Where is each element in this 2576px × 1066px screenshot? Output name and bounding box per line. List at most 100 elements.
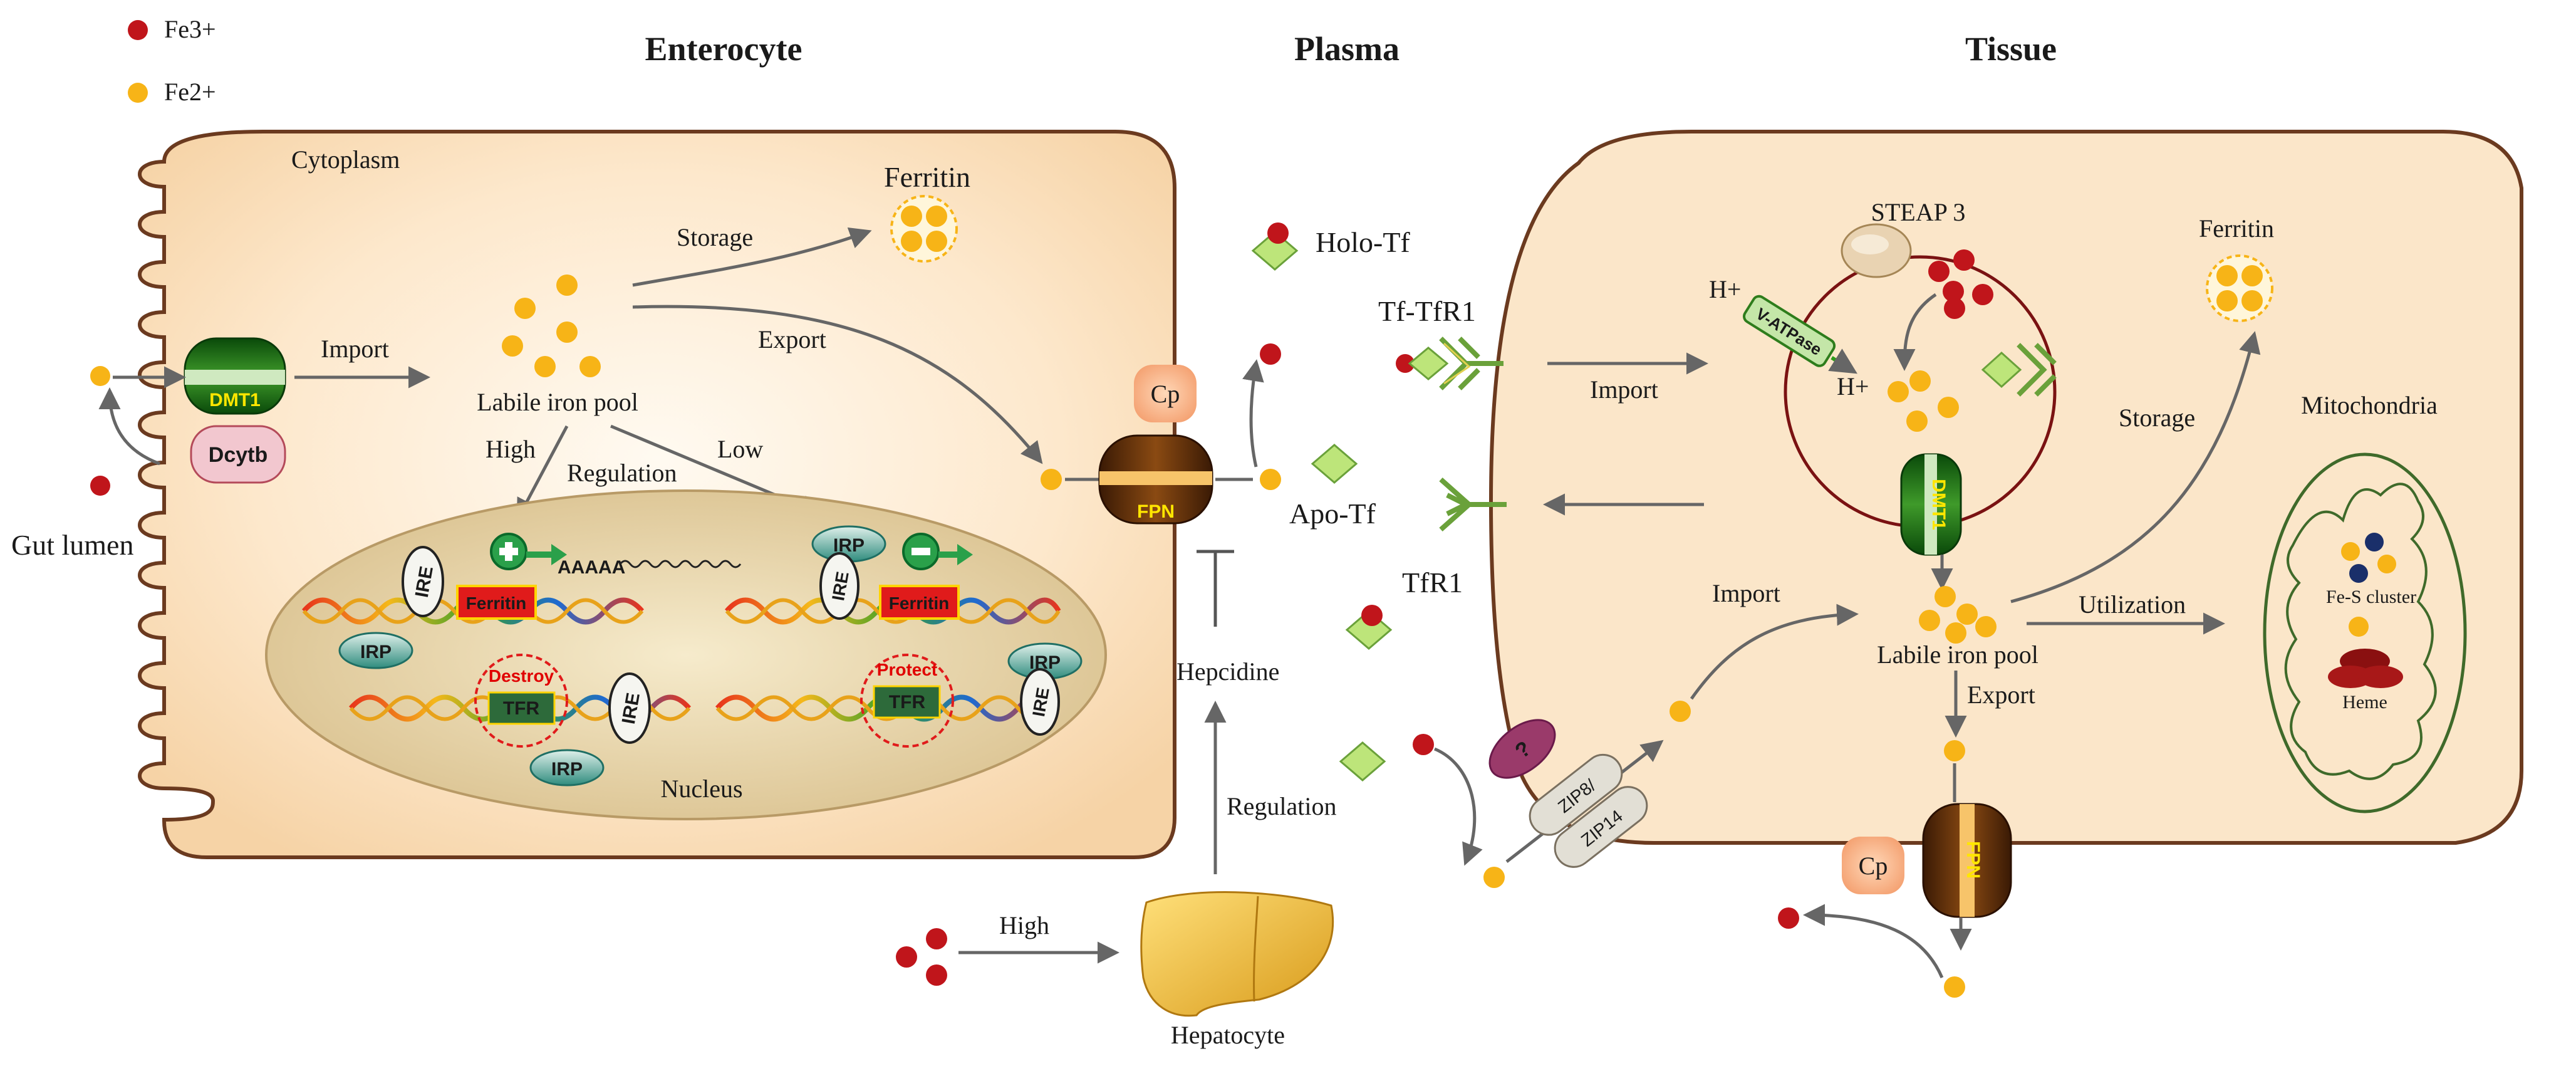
heading-enterocyte: Enterocyte	[645, 30, 802, 68]
fe-s-cluster-icon	[2341, 533, 2396, 583]
zip-reduction-arrow	[1434, 747, 1483, 866]
fe3-legend-label: Fe3+	[164, 15, 216, 43]
fe-s-cluster-label: Fe-S cluster	[2326, 587, 2416, 607]
svg-text:IRP: IRP	[360, 642, 392, 662]
svg-text:DMT1: DMT1	[1928, 479, 1949, 530]
heading-tissue: Tissue	[1965, 30, 2057, 68]
tissue-labile-pool-label: Labile iron pool	[1877, 640, 2038, 669]
tissue-imported-fe2	[1670, 701, 1691, 722]
cp-oxidase-tissue: Cp	[1842, 837, 1904, 894]
minus-repression-icon	[902, 533, 973, 570]
fe2-after-fpn-enterocyte	[1260, 469, 1281, 490]
export-label-enterocyte: Export	[758, 325, 826, 353]
svg-text:IRP: IRP	[551, 759, 583, 780]
fe2-legend-label: Fe2+	[164, 78, 216, 106]
storage-label-enterocyte: Storage	[677, 223, 753, 251]
heading-plasma: Plasma	[1294, 30, 1400, 68]
unknown-reductase: ?	[1488, 719, 1556, 779]
storage-arrow-tissue	[2010, 331, 2261, 604]
fe2-legend-dot	[128, 83, 148, 103]
fpn-exporter-enterocyte: FPN	[1098, 434, 1213, 525]
tf-tfr1-complex	[1396, 337, 1504, 390]
zip-fe2	[1483, 867, 1505, 888]
low-label-enterocyte: Low	[717, 435, 763, 463]
mrna-tail	[619, 560, 742, 568]
tfr-gene-protect: TFR Protect	[860, 654, 954, 748]
svg-text:TFR: TFR	[503, 698, 540, 719]
export-label-tissue: Export	[1967, 681, 2035, 709]
ferritin-gene-2: Ferritin	[879, 585, 960, 620]
svg-text:Destroy: Destroy	[489, 666, 554, 686]
regulation-label-plasma: Regulation	[1227, 792, 1337, 820]
hepcidin-inhibition	[1197, 550, 1234, 627]
tissue-export-fe2	[1944, 740, 1965, 761]
tf-tfr1-label: Tf-TfR1	[1378, 295, 1476, 327]
liver-icon	[1140, 891, 1334, 1017]
nucleus: Nucleus	[265, 489, 1107, 820]
lumen-fe2	[90, 366, 110, 386]
ire-element-4: IRE	[1020, 668, 1060, 736]
tissue-labile-pool-cluster	[1919, 586, 1997, 644]
nucleus-label: Nucleus	[660, 775, 742, 803]
irp-protein-1: IRP	[338, 632, 413, 669]
fe3-oxidized	[1260, 343, 1281, 365]
heme-icon	[2328, 649, 2403, 688]
svg-text:Ferritin: Ferritin	[466, 593, 526, 613]
oxidation-arrow-tissue	[1803, 904, 1944, 978]
mitochondria-label: Mitochondria	[2301, 391, 2438, 419]
hepatocyte-label: Hepatocyte	[1171, 1021, 1285, 1049]
h-plus-outside-label: H+	[1709, 275, 1741, 303]
ferritin-icon-enterocyte	[890, 195, 958, 263]
holo-tf-label: Holo-Tf	[1316, 226, 1410, 258]
regulation-label-enterocyte: Regulation	[567, 459, 677, 487]
dmt1-label: DMT1	[209, 390, 261, 410]
steap3-label: STEAP 3	[1871, 198, 1966, 226]
import-label-zip: Import	[1712, 579, 1780, 607]
ire-element-3: IRE	[608, 672, 651, 744]
ferritin-icon-tissue	[2206, 254, 2273, 322]
svg-text:FPN: FPN	[1137, 501, 1175, 522]
fe2-before-fpn-enterocyte	[1041, 469, 1062, 490]
plus-promoter-icon	[490, 533, 567, 570]
import-label-tf: Import	[1590, 375, 1658, 404]
svg-text:Cp: Cp	[1859, 852, 1888, 880]
polya-tail-label: AAAAA	[558, 557, 625, 578]
dcytb-reduction-arrow	[98, 387, 160, 466]
tissue-fe3-oxidized	[1778, 907, 1799, 929]
labile-iron-pool-label: Labile iron pool	[477, 388, 638, 416]
high-label-enterocyte: High	[486, 435, 536, 463]
svg-text:Ferritin: Ferritin	[889, 593, 949, 613]
ferritin-gene-1: Ferritin	[456, 585, 537, 620]
utilization-label: Utilization	[2079, 590, 2186, 619]
high-fe3-cluster	[896, 928, 947, 986]
dmt1-transporter: DMT1	[184, 337, 286, 415]
dcytb-label: Dcytb	[209, 443, 267, 467]
fe3-legend-dot	[128, 20, 148, 40]
steap3-reduction-arrow	[1893, 293, 1937, 371]
holo-tf-icon-2	[1345, 605, 1393, 650]
ire-element-2: IRE	[819, 552, 860, 620]
endosome-fe3-cluster	[1928, 249, 1993, 319]
heme-label: Heme	[2342, 692, 2387, 713]
apo-tf-icon	[1311, 444, 1358, 484]
ferritin-label-tissue: Ferritin	[2199, 214, 2274, 243]
irp-protein-3: IRP	[529, 749, 605, 786]
steap3-reductase	[1841, 223, 1912, 278]
endosome-fe2-cluster	[1888, 370, 1959, 432]
ire-element-1: IRE	[402, 546, 444, 617]
tfr1-label: TfR1	[1402, 567, 1463, 598]
tfr-gene-destroy: TFR Destroy	[474, 654, 568, 748]
legend: Fe3+ Fe2+	[128, 15, 216, 106]
mito-fe2	[2349, 617, 2369, 637]
oxidation-arrow	[1242, 359, 1264, 468]
endosome-tf-tfr-complex	[1981, 343, 2057, 397]
holo-tf-icon	[1251, 222, 1299, 271]
dcytb-reductase: Dcytb	[190, 425, 286, 484]
apo-tf-label: Apo-Tf	[1289, 498, 1376, 530]
storage-arrow-enterocyte	[632, 227, 872, 287]
export-arrow-enterocyte	[632, 305, 1043, 464]
cytoplasm-label: Cytoplasm	[291, 145, 400, 174]
svg-text:TFR: TFR	[889, 692, 926, 713]
svg-text:FPN: FPN	[1963, 841, 1983, 879]
